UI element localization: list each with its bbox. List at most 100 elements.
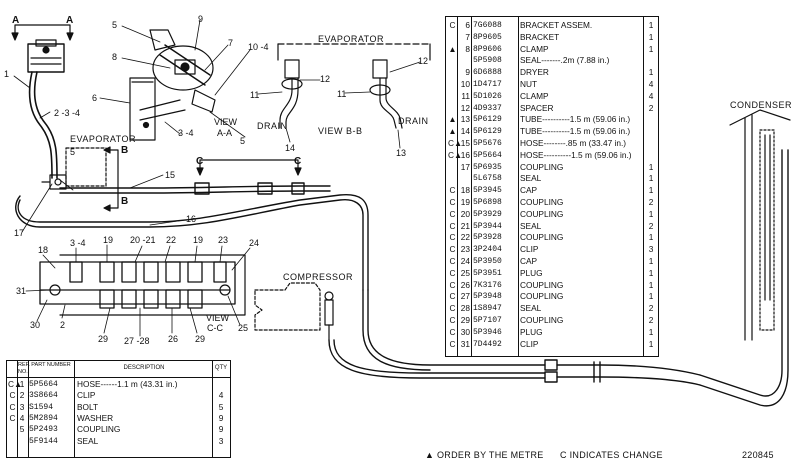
section-label-b-lower: B <box>121 196 129 207</box>
order-by-metre-note: ▲ ORDER BY THE METRE <box>425 450 544 460</box>
quantity: 5 <box>218 401 224 412</box>
quantity: 1 <box>648 279 654 290</box>
part-number: 5F9144 <box>29 436 58 446</box>
callout-10: 10 -4 <box>248 42 269 52</box>
callout-15: 15 <box>165 170 176 180</box>
quantity: 1 <box>648 173 654 184</box>
part-number: 5P3945 <box>473 186 502 196</box>
callout-5-top: 5 <box>112 20 118 30</box>
evaporator-top-label: EVAPORATOR <box>318 34 385 44</box>
callout-16: 16 <box>186 214 197 224</box>
section-label-b-upper: B <box>121 145 129 156</box>
drawing-number: 220845 <box>742 450 774 460</box>
description: COUPLING <box>520 232 564 243</box>
drier-fitting-left <box>27 39 65 73</box>
change-mark: C <box>449 315 456 325</box>
callout-6: 6 <box>92 93 98 103</box>
callout-19-left: 19 <box>103 235 114 245</box>
ref-number: 18 <box>460 185 470 196</box>
part-number: 6D6888 <box>473 68 502 78</box>
callout-2-c: 2 <box>60 320 66 330</box>
description: BOLT <box>77 401 99 412</box>
part-number: 8P9605 <box>473 32 502 42</box>
change-indicator-note: C INDICATES CHANGE <box>560 450 663 460</box>
view-c-c-assembly <box>39 254 246 316</box>
quantity: 1 <box>648 232 654 243</box>
ref-number: 13 <box>460 114 470 125</box>
hose-1 <box>28 71 58 179</box>
quantity: 1 <box>648 326 654 337</box>
quantity: 4 <box>648 79 654 89</box>
change-mark: C <box>9 390 16 401</box>
description: SEAL <box>520 303 542 314</box>
ref-number: 30 <box>460 326 470 337</box>
callout-13: 13 <box>396 148 407 158</box>
quantity: 1 <box>648 185 654 196</box>
callout-20-21: 20 -21 <box>130 235 156 245</box>
table-column-divider <box>28 361 29 457</box>
callout-12-left: 12 <box>320 74 331 84</box>
callout-24: 24 <box>249 238 260 248</box>
callout-30: 30 <box>30 320 41 330</box>
change-mark: ▲ <box>448 126 457 137</box>
change-mark: C <box>449 220 456 231</box>
part-number: 5P6129 <box>473 115 502 125</box>
quantity: 1 <box>648 43 654 54</box>
description: COUPLING <box>520 208 564 219</box>
description: HOSE--------.85 m (33.47 in.) <box>520 138 627 148</box>
hose-to-condenser <box>328 149 789 407</box>
view-c-c-label-1: VIEW <box>206 313 230 323</box>
ref-number: 29 <box>460 315 470 325</box>
change-mark: C <box>449 256 456 266</box>
ref-number: 3 <box>19 401 25 412</box>
description: BRACKET <box>520 31 560 42</box>
description: PLUG <box>520 326 543 337</box>
ref-number: 12 <box>460 102 470 113</box>
change-mark: C <box>9 412 16 423</box>
change-mark: C <box>449 279 456 290</box>
description: COUPLING <box>520 161 564 172</box>
part-number: 5P3946 <box>473 327 502 337</box>
part-number: 8P9606 <box>473 44 502 54</box>
callout-2-3-4: 2 -3 -4 <box>54 108 81 118</box>
callout-9: 9 <box>198 14 204 24</box>
condenser-outline <box>729 109 791 341</box>
part-number: 7D4492 <box>473 339 502 349</box>
ref-number: 20 <box>460 208 470 219</box>
change-mark: C <box>449 267 456 278</box>
callout-12-right: 12 <box>418 56 429 66</box>
evaporator-left-outline <box>41 147 107 190</box>
change-mark: C▲ <box>8 379 23 389</box>
description: SEAL <box>520 173 542 184</box>
part-number: S1594 <box>29 402 54 412</box>
callout-11-right: 11 <box>337 89 347 99</box>
callout-29-right: 29 <box>195 334 206 344</box>
part-number: 5P3944 <box>473 221 502 231</box>
callout-29-left: 29 <box>98 334 109 344</box>
ref-number: 7 <box>465 31 470 42</box>
ref-number: 22 <box>460 232 470 243</box>
table-column-divider <box>212 361 213 457</box>
description: CLIP <box>520 338 539 349</box>
ref-number: 11 <box>461 90 470 101</box>
callout-5-mid: 5 <box>240 136 246 146</box>
callout-3-4-b: 3 -4 <box>70 238 86 248</box>
description: CLAMP <box>520 90 549 101</box>
quantity: 2 <box>648 102 654 113</box>
header-qty: QTY <box>214 365 228 371</box>
ref-number: 25 <box>460 267 470 278</box>
condenser-label: CONDENSER <box>730 100 791 110</box>
